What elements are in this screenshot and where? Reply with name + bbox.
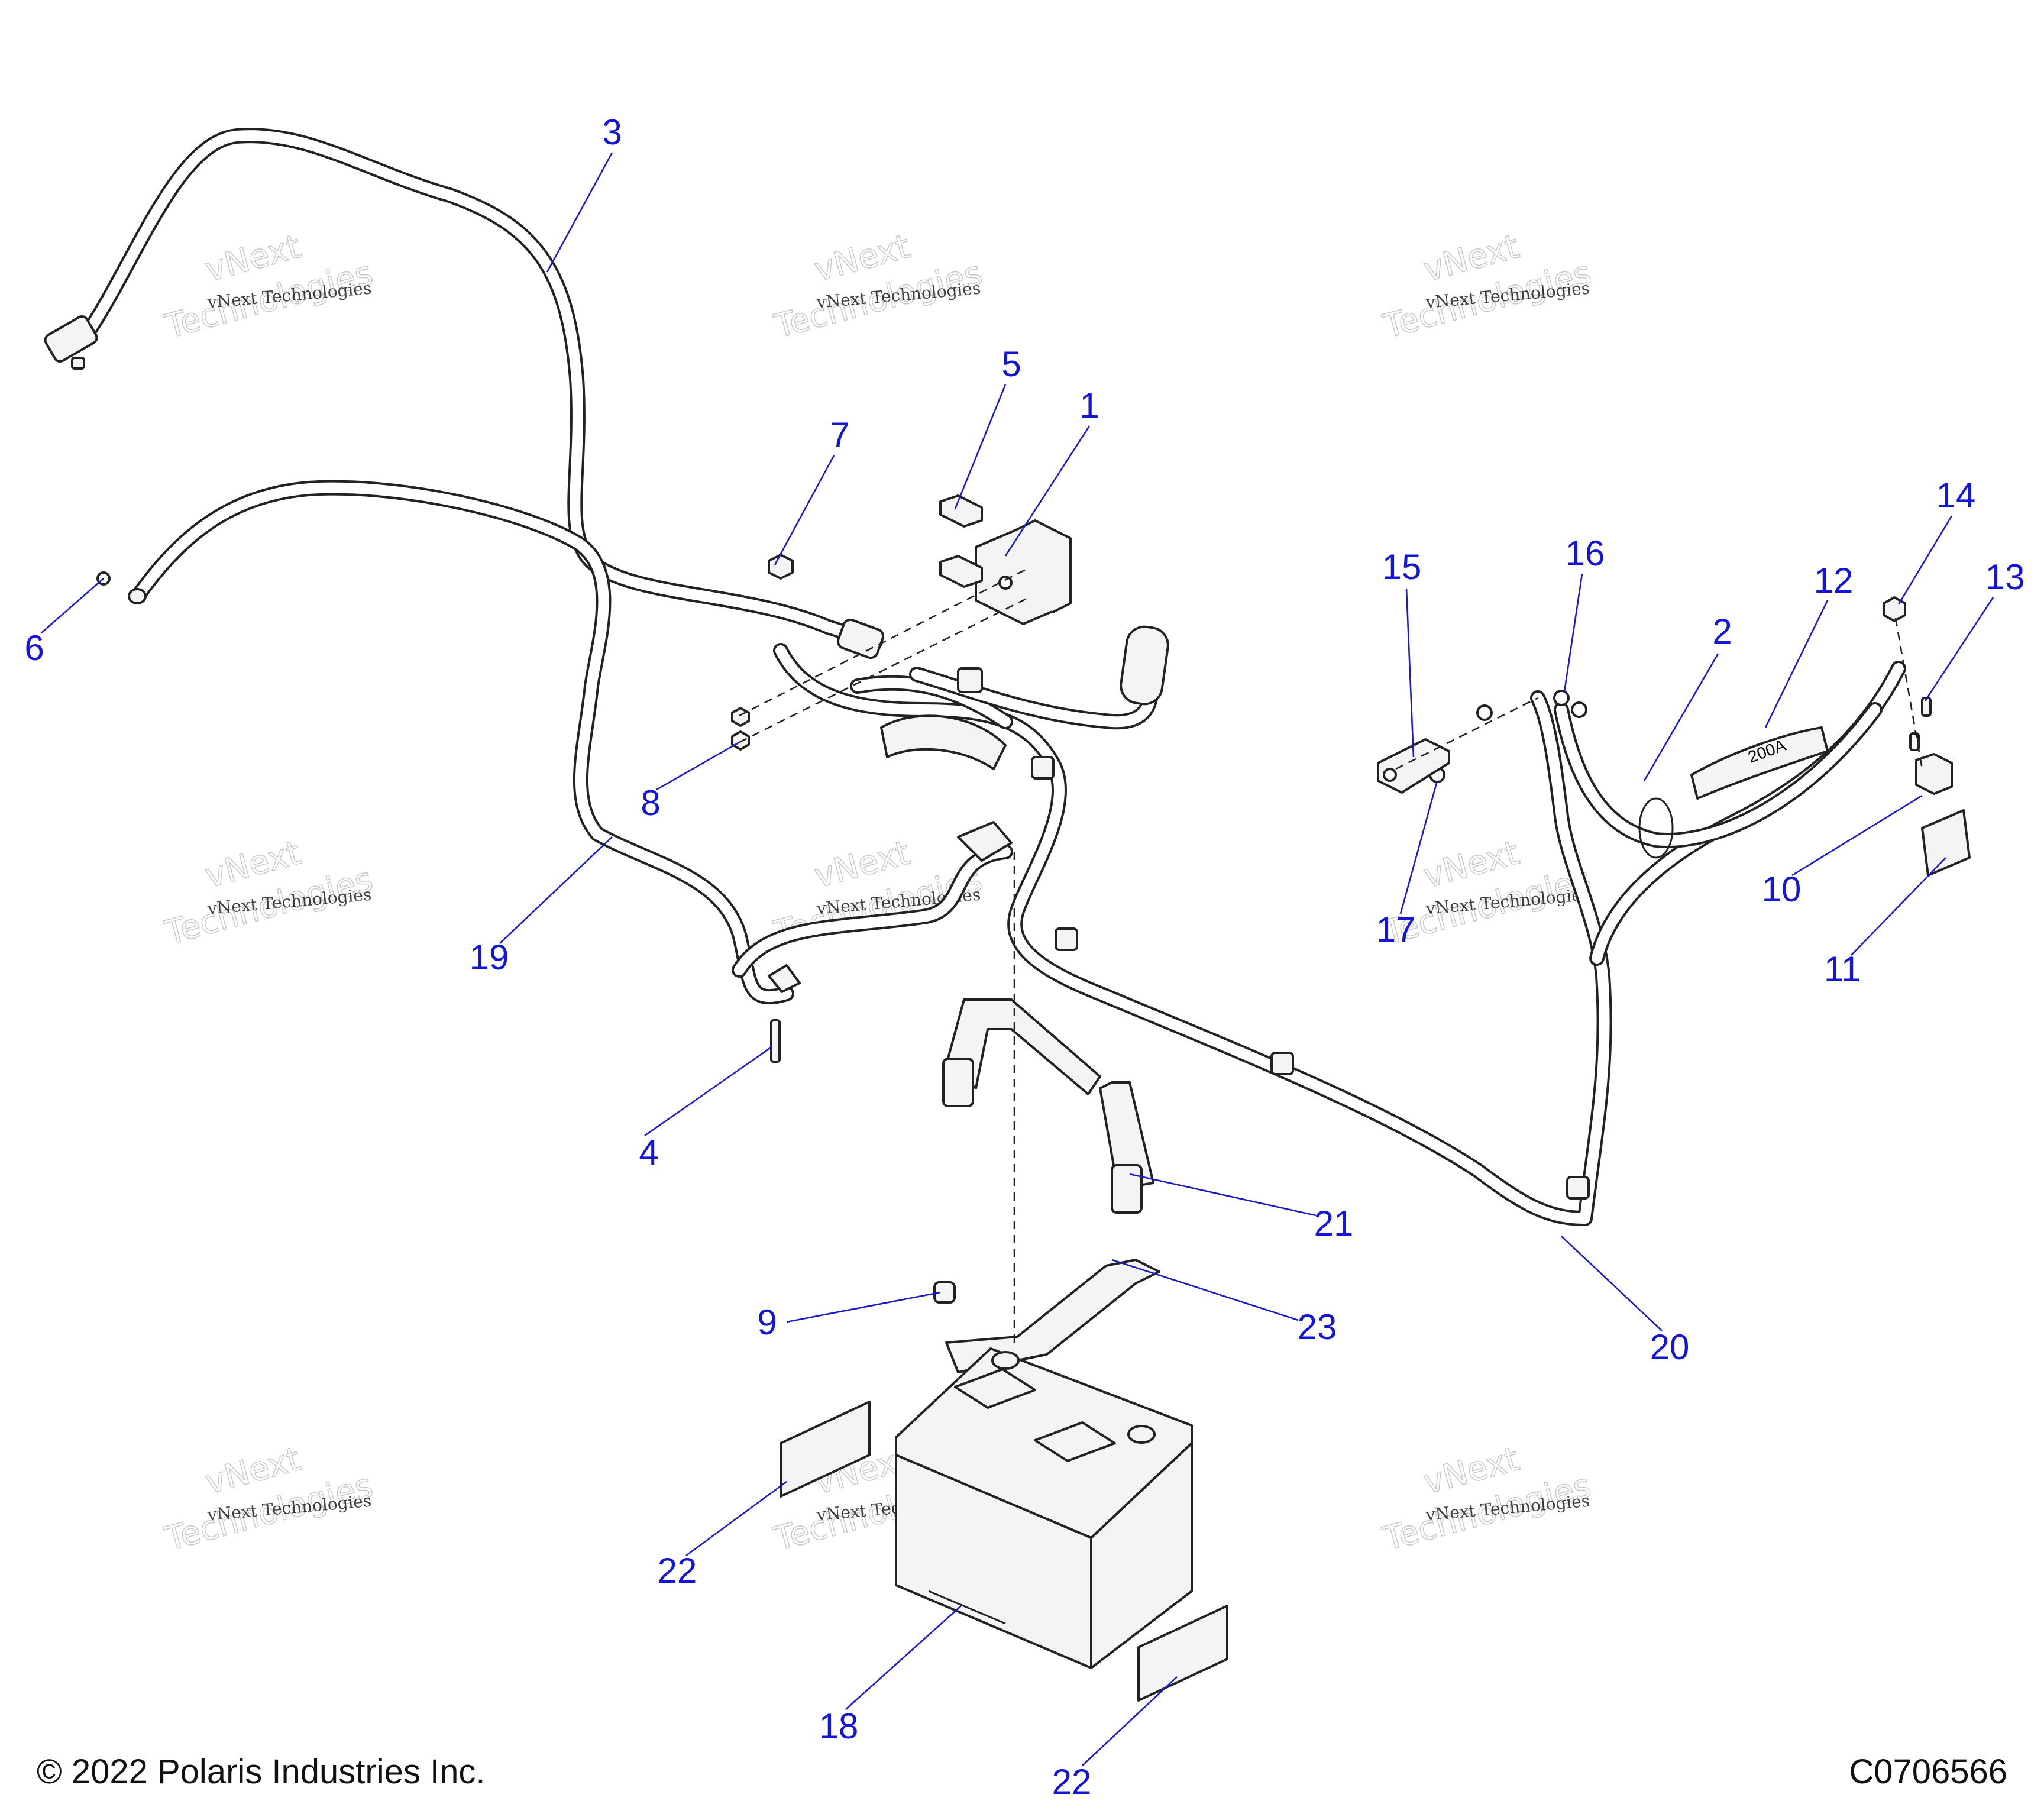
callout-22: 22: [658, 1551, 697, 1590]
callout-13: 13: [1985, 557, 2025, 597]
battery-pads-22: [780, 1401, 1228, 1702]
callout-20: 20: [1650, 1327, 1690, 1367]
leader-line: [845, 1605, 962, 1710]
leader-line: [1897, 515, 1953, 605]
strap-23: [945, 1259, 1160, 1373]
leader-line: [656, 741, 740, 791]
callout-14: 14: [1936, 476, 1976, 515]
leader-line: [1643, 653, 1719, 781]
callout-2: 2: [1712, 612, 1732, 651]
leader-line: [1405, 588, 1415, 758]
leader-line: [1764, 600, 1829, 728]
drawing-number: C0706566: [1849, 1753, 2007, 1791]
callout-12: 12: [1814, 561, 1854, 600]
callout-1: 1: [1079, 386, 1099, 425]
leader-line: [685, 1480, 787, 1557]
callout-23: 23: [1298, 1307, 1337, 1347]
leader-line: [546, 152, 613, 273]
harness-20: 200A: [773, 625, 1906, 1226]
callout-17: 17: [1376, 910, 1416, 949]
cable-19: [128, 480, 1013, 1004]
callout-18: 18: [819, 1706, 859, 1746]
callout-21: 21: [1314, 1204, 1354, 1243]
callout-22: 22: [1052, 1762, 1092, 1802]
callout-5: 5: [1001, 344, 1021, 384]
solenoid-1: [975, 519, 1072, 625]
callout-3: 3: [602, 112, 622, 152]
leader-line: [774, 455, 835, 565]
hold-down-21: [942, 998, 1154, 1214]
leader-lines: [41, 152, 1994, 1766]
leader-line: [1004, 425, 1091, 557]
callout-9: 9: [757, 1302, 777, 1342]
leader-line: [41, 578, 104, 633]
leader-line: [1924, 597, 1994, 701]
callout-8: 8: [641, 783, 660, 823]
callout-16: 16: [1566, 534, 1605, 573]
terminal-bracket-15: [1377, 738, 1450, 794]
alignment-lines: [739, 567, 1923, 1349]
callout-11: 11: [1824, 949, 1861, 989]
callout-10: 10: [1762, 869, 1802, 909]
leader-line: [1399, 780, 1438, 914]
callout-7: 7: [830, 415, 849, 455]
battery-18: [895, 1347, 1193, 1669]
leader-line: [644, 1046, 772, 1137]
leader-line: [1563, 573, 1583, 693]
bracket-11: [1921, 809, 1971, 877]
leader-line: [1129, 1173, 1317, 1217]
callout-4: 4: [639, 1133, 658, 1172]
callout-15: 15: [1382, 547, 1422, 587]
callout-19: 19: [470, 937, 509, 977]
leader-line: [1561, 1236, 1663, 1331]
leader-line: [1111, 1259, 1299, 1321]
fasteners: [96, 494, 1953, 1304]
cable-3: [44, 128, 885, 659]
leader-line: [786, 1291, 941, 1323]
leader-line: [499, 836, 613, 944]
leader-line: [1851, 857, 1946, 956]
callout-numbers: 1 2 3 4 5 6 7 8 9 10 11 12 13 14 15 16 1…: [24, 112, 2024, 1802]
leader-line: [954, 384, 1007, 509]
leader-line: [1082, 1676, 1178, 1766]
copyright-text: © 2022 Polaris Industries Inc.: [37, 1753, 486, 1791]
callout-6: 6: [24, 628, 44, 668]
leader-line: [1791, 794, 1923, 877]
